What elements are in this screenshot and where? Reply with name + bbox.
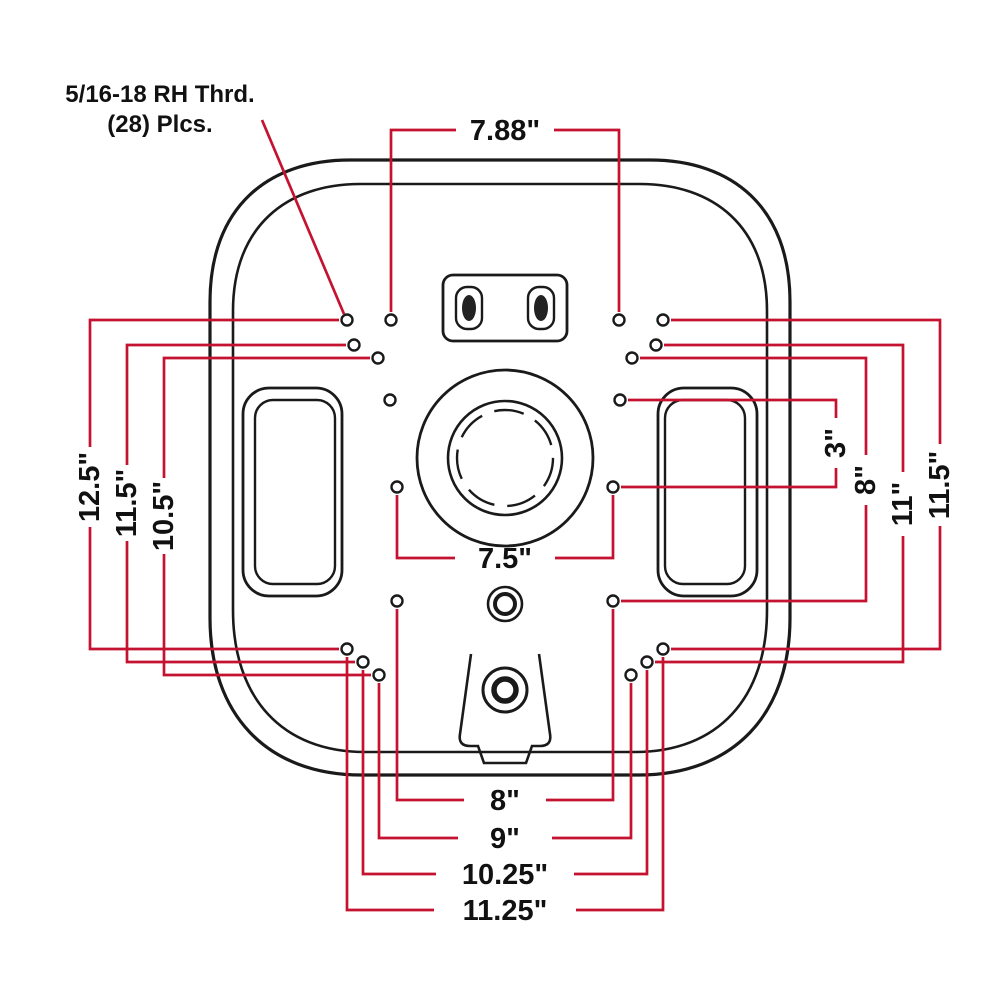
mounting-hole: [624, 668, 638, 682]
dim-right-8-label: 8": [850, 465, 882, 495]
top-bracket-slot-right: [526, 285, 556, 331]
mounting-hole: [383, 393, 397, 407]
mounting-hole: [640, 655, 654, 669]
dim-bottom-8-label: 8": [490, 785, 520, 817]
seat-outer-contour: [208, 158, 792, 777]
top-bracket-plate: [441, 273, 569, 343]
center-hub: [415, 368, 595, 548]
mounting-hole: [606, 480, 620, 494]
top-bracket-detail: [441, 273, 569, 343]
drain-ring: [486, 585, 524, 623]
mounting-hole: [649, 338, 663, 352]
mounting-hole: [347, 338, 361, 352]
bottom-grommet: [458, 653, 552, 765]
right-slot: [656, 386, 759, 598]
drain-ring-inner: [493, 592, 517, 616]
top-bracket-slot-left: [454, 285, 484, 331]
dim-top-7-88-label: 7.88": [470, 115, 540, 147]
dim-right-11-lines: [655, 343, 905, 664]
right-slot-outer: [656, 386, 759, 598]
dim-left-11-5-label: 11.5": [111, 469, 143, 538]
dim-middle-7-5-lines: [395, 495, 615, 560]
dim-right-8-lines: [621, 356, 868, 603]
dim-bottom-9-lines: [377, 683, 633, 840]
dim-bottom-11-25-lines: [345, 657, 665, 912]
grommet-inner: [491, 676, 519, 704]
mounting-hole: [606, 594, 620, 608]
mounting-hole: [384, 313, 398, 327]
seat-inner-contour: [231, 182, 769, 754]
dim-bottom-10-25-label: 10.25": [462, 859, 548, 891]
mounting-hole: [613, 393, 627, 407]
mounting-hole: [656, 313, 670, 327]
note-leader-line: [260, 119, 346, 315]
dim-right-11-5-label: 11.5": [924, 451, 956, 520]
dim-left-10-5-label: 10.5": [148, 481, 180, 551]
mounting-hole: [340, 642, 354, 656]
dim-left-12-5-lines: [88, 318, 339, 651]
dim-bottom-8-lines: [395, 609, 615, 802]
dim-left-10-5-lines: [162, 356, 371, 677]
mounting-hole: [390, 594, 404, 608]
dim-bottom-9-label: 9": [490, 823, 520, 855]
mounting-hole: [372, 668, 386, 682]
seat-outline: [208, 158, 792, 777]
left-slot-inner: [253, 398, 337, 586]
dim-middle-7-5-label: 7.5": [478, 543, 532, 575]
top-bracket-hole-right: [534, 295, 548, 321]
mounting-hole: [612, 313, 626, 327]
dimension-lines: [88, 119, 942, 912]
dim-top-7-88-lines: [389, 128, 621, 312]
dim-right-11-label: 11": [887, 482, 919, 526]
hub-inner-circle: [446, 399, 564, 517]
mounting-hole: [656, 642, 670, 656]
mounting-hole: [356, 655, 370, 669]
grommet-outer: [481, 666, 529, 714]
grommet-bracket: [458, 653, 552, 765]
right-slot-inner: [663, 398, 747, 586]
mounting-hole: [625, 351, 639, 365]
hub-detail-ring: [455, 408, 555, 508]
dim-left-11-5-lines: [125, 343, 355, 664]
mounting-hole: [390, 480, 404, 494]
mounting-hole: [371, 351, 385, 365]
dim-bottom-10-25-lines: [361, 670, 649, 876]
hub-outer-circle: [415, 368, 595, 548]
dim-left-12-5-label: 12.5": [74, 452, 106, 522]
mounting-holes: [340, 313, 670, 682]
thread-note-line1: 5/16-18 RH Thrd.: [65, 81, 254, 108]
dim-bottom-11-25-label: 11.25": [463, 895, 548, 927]
left-slot-outer: [241, 386, 344, 598]
dim-right-11-5-lines: [671, 318, 942, 651]
drain-ring-outer: [486, 585, 524, 623]
thread-note-line2: (28) Plcs.: [107, 111, 212, 138]
dimension-labels: 5/16-18 RH Thrd. (28) Plcs. 7.88" 12.5" …: [65, 81, 956, 927]
dim-right-3-label: 3": [820, 428, 852, 458]
dim-right-3-lines: [621, 398, 838, 489]
left-slot: [241, 386, 344, 598]
mounting-hole: [340, 313, 354, 327]
top-bracket-hole-left: [462, 295, 476, 321]
